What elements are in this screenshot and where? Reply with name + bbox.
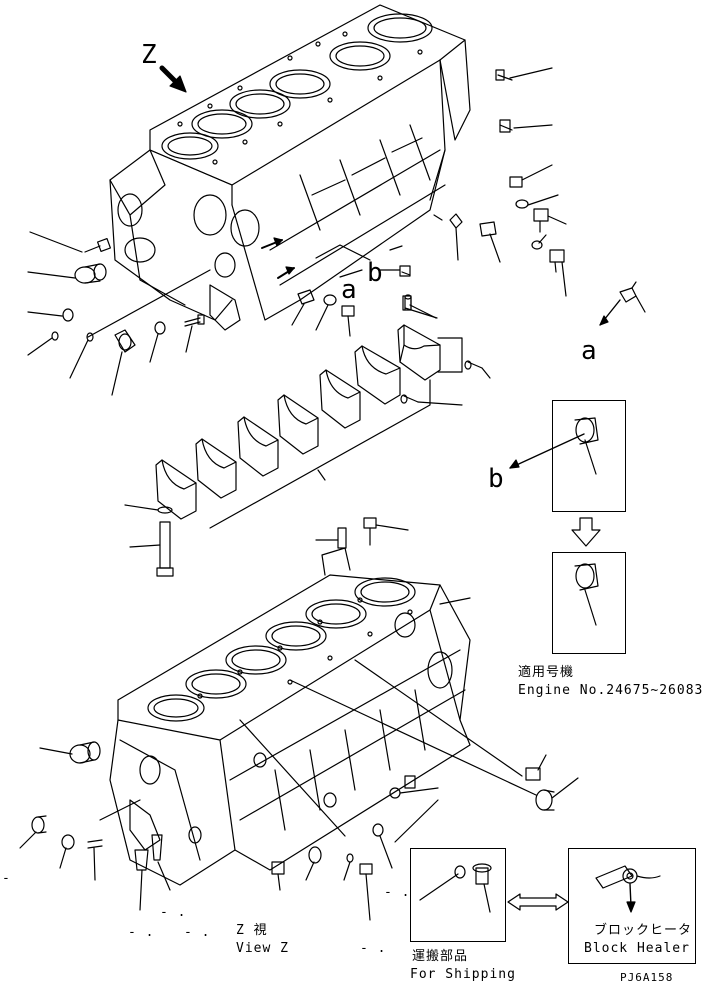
z-marker-label: Z xyxy=(141,40,157,70)
lower-small-parts xyxy=(19,517,579,921)
shipping-jp-label: 運搬部品 xyxy=(412,949,469,964)
heater-jp-label: ブロックヒータ xyxy=(594,923,693,938)
shipping-heater-parts xyxy=(419,863,661,913)
callout-a-right: a xyxy=(581,336,597,366)
view-jp-label: Z 視 xyxy=(236,923,268,938)
drawing-code-label: PJ6A158 xyxy=(620,971,674,984)
dash-label-2: - . xyxy=(160,905,187,920)
callout-a-upper: a xyxy=(341,275,357,305)
dash-label-3: - . xyxy=(128,925,155,940)
shipping-box xyxy=(410,848,506,942)
inset-box-lower xyxy=(552,552,626,654)
right-small-parts-upper xyxy=(291,67,567,337)
block-heater-box xyxy=(568,848,696,964)
view-en-label: View Z xyxy=(236,941,289,956)
left-small-parts-upper xyxy=(27,231,211,396)
inset-box-upper xyxy=(552,400,626,512)
cap-bolt-washer xyxy=(124,504,174,577)
engine-no-label: Engine No.24675~26083 xyxy=(518,683,704,698)
main-bearing-caps xyxy=(155,294,491,529)
applicable-jp-label: 適用号機 xyxy=(518,665,575,680)
upper-cylinder-block xyxy=(109,4,471,331)
shipping-en-label: For Shipping xyxy=(410,967,516,982)
dash-label-1: - xyxy=(2,871,11,886)
dash-label-6: - . xyxy=(360,941,387,956)
dash-label-5: - . xyxy=(384,885,411,900)
callout-b-right: b xyxy=(488,464,504,494)
inset-parts xyxy=(509,281,646,626)
heater-en-label: Block Healer xyxy=(584,941,690,956)
dash-label-4: - . xyxy=(184,925,211,940)
callout-b-upper: b xyxy=(367,258,383,288)
lower-cylinder-block xyxy=(109,547,471,886)
